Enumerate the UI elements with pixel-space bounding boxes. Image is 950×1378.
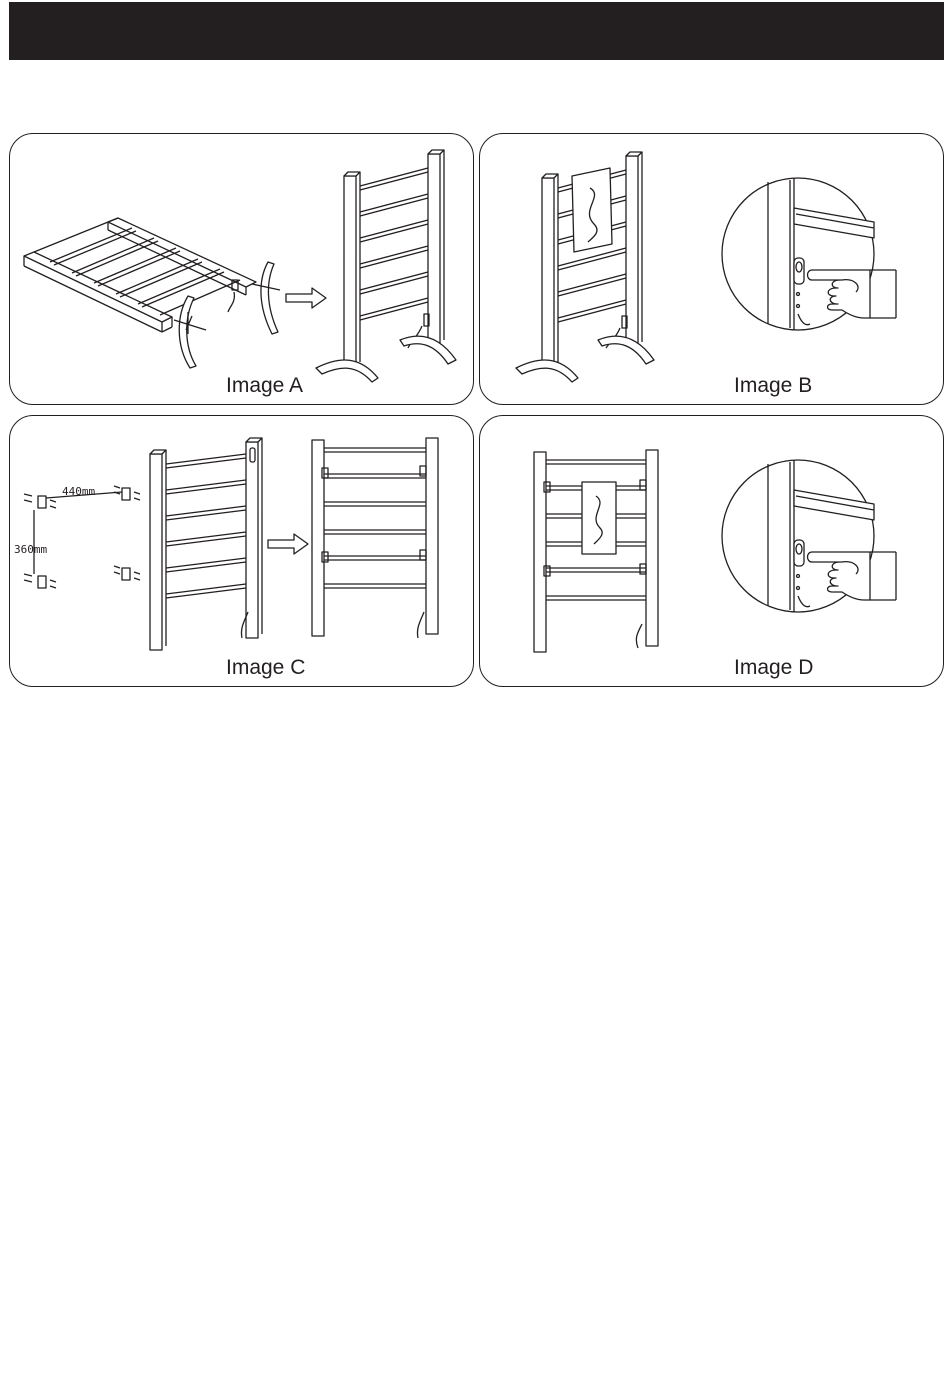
towel <box>582 482 616 554</box>
caption-image-b: Image B <box>734 374 812 398</box>
bracket-bottom-right <box>114 566 140 580</box>
bracket-top-left <box>24 494 56 508</box>
dim-label-vertical: 360mm <box>14 543 47 556</box>
panel-image-c: 440mm 360mm <box>9 415 474 687</box>
rack-front-view <box>150 438 262 650</box>
header-bar <box>9 2 944 60</box>
wall-brackets <box>24 486 140 588</box>
caption-image-c: Image C <box>226 656 305 680</box>
image-d-illustration <box>480 416 944 687</box>
caption-image-a: Image A <box>226 374 303 398</box>
panel-image-b: Image B <box>479 133 944 405</box>
upright-rack <box>316 150 456 382</box>
arrow-right-icon <box>268 534 308 554</box>
towel <box>572 168 612 252</box>
rack-wall-mounted <box>312 438 438 638</box>
panel-image-a: Image A <box>9 133 474 405</box>
bracket-bottom-left <box>24 574 56 588</box>
rack-with-towel <box>516 152 654 382</box>
image-c-illustration: 440mm 360mm <box>10 416 474 687</box>
rack-wall-mounted-with-towel <box>534 450 658 652</box>
caption-image-d: Image D <box>734 656 813 680</box>
loose-foot-2 <box>252 262 280 334</box>
panel-image-d: Image D <box>479 415 944 687</box>
image-a-illustration <box>10 134 474 405</box>
image-b-illustration <box>480 134 944 405</box>
flat-rack <box>24 218 256 332</box>
dim-label-horizontal: 440mm <box>62 485 95 498</box>
bracket-top-right <box>114 486 140 500</box>
arrow-right-icon <box>286 288 326 308</box>
